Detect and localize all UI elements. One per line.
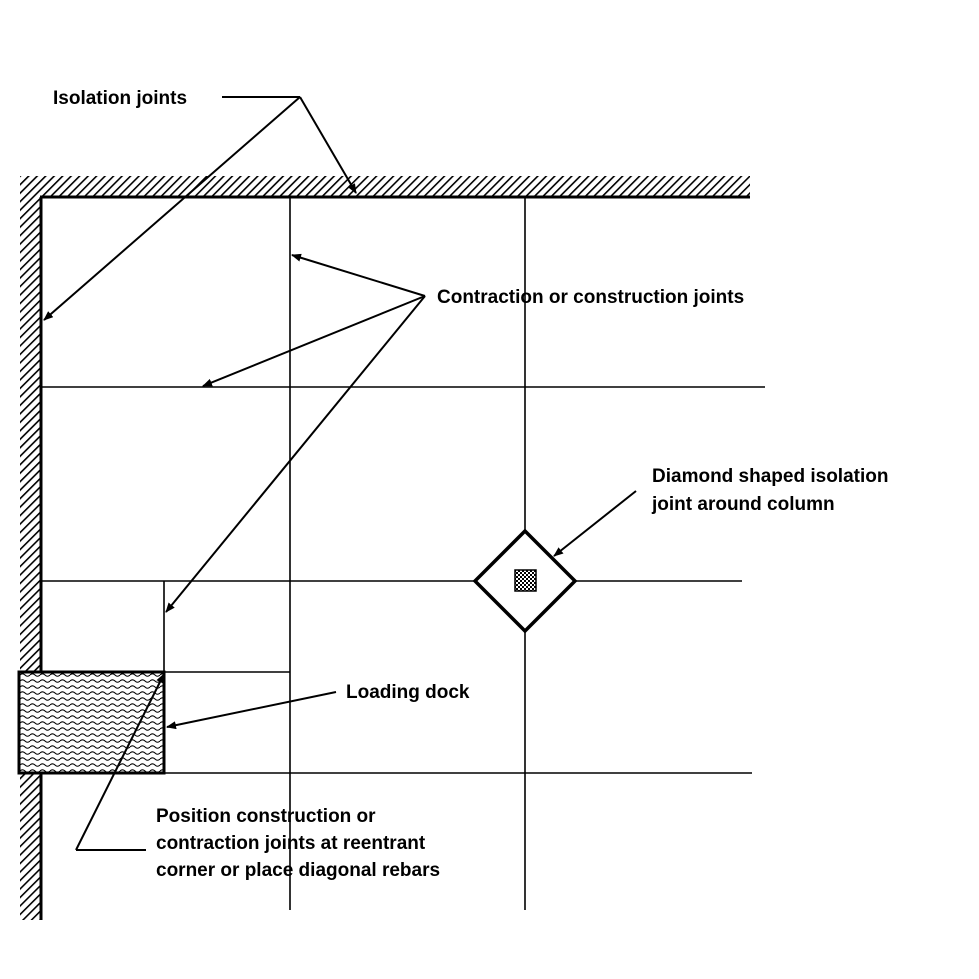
top-wall-hatch — [20, 176, 750, 197]
label-diamond-line1: Diamond shaped isolation — [652, 466, 888, 487]
label-reentrant-line2: contraction joints at reentrant — [156, 833, 426, 854]
column — [514, 569, 537, 592]
label-contraction-joints: Contraction or construction joints — [437, 287, 744, 308]
contraction-arrow-v290 — [291, 253, 426, 297]
diamond-arrow — [553, 490, 637, 557]
isolation-arrow-top-wall — [299, 96, 357, 194]
label-isolation-joints: Isolation joints — [53, 88, 187, 109]
label-diamond-line2: joint around column — [651, 494, 835, 515]
left-wall-hatch — [20, 176, 42, 920]
label-reentrant-line3: corner or place diagonal rebars — [156, 860, 440, 881]
contraction-arrow-reentrant — [165, 295, 426, 613]
label-loading-dock: Loading dock — [346, 682, 470, 703]
loading-dock-arrow — [166, 691, 337, 730]
contraction-arrow-h387 — [202, 295, 426, 387]
label-reentrant-line1: Position construction or — [156, 806, 376, 827]
isolation-arrow-left-wall — [43, 96, 301, 321]
loading-dock — [17, 670, 166, 775]
reentrant-note-arrow — [75, 673, 165, 851]
